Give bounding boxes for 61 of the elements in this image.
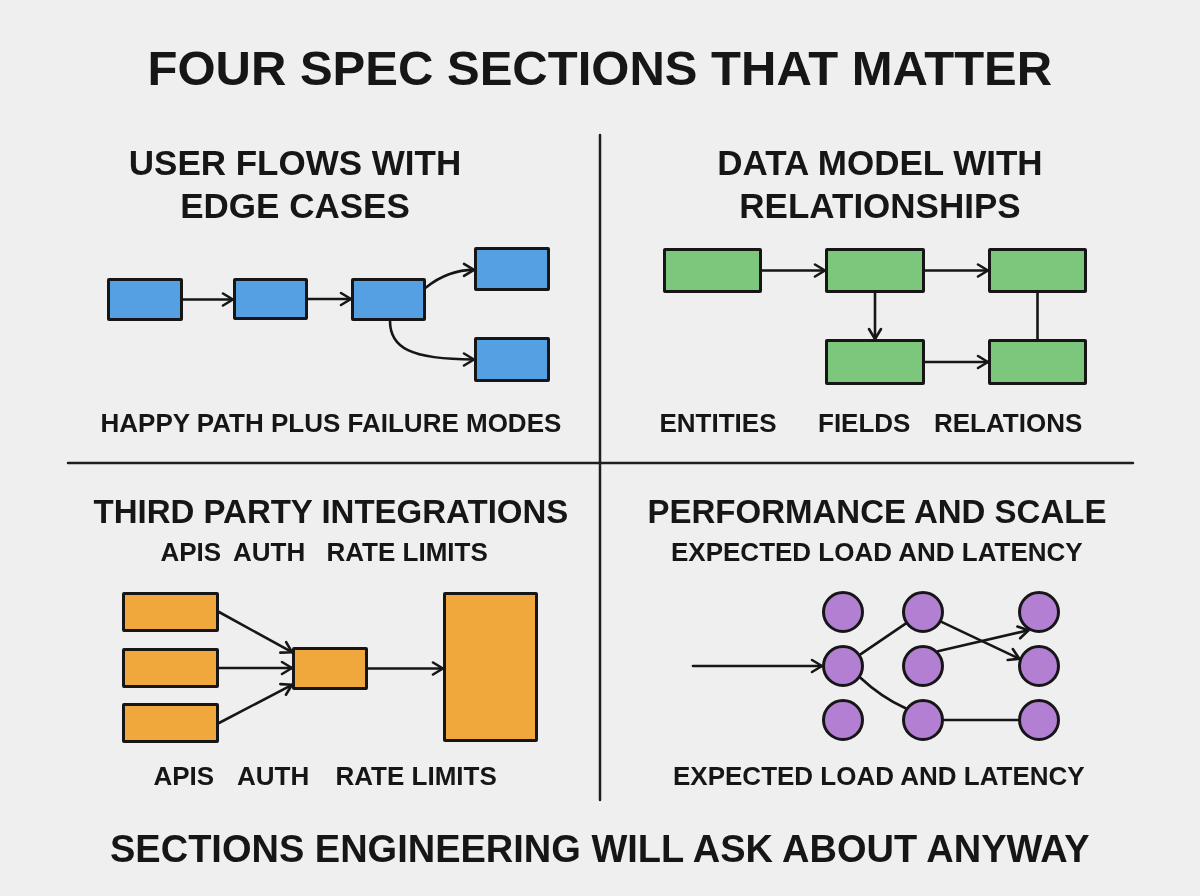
process-box — [107, 278, 183, 321]
node-circle — [822, 699, 864, 741]
section-heading: PERFORMANCE AND SCALE — [647, 493, 1107, 531]
arrow — [936, 625, 1030, 653]
keyword-label: ENTITIES — [659, 409, 777, 439]
node-circle — [902, 699, 944, 741]
connector-line — [942, 718, 1020, 722]
node-circle — [1018, 591, 1060, 633]
section-caption: EXPECTED LOAD AND LATENCY — [673, 762, 1085, 792]
process-box — [351, 278, 426, 321]
arrow — [181, 292, 235, 307]
process-box — [233, 278, 308, 320]
process-box — [474, 247, 550, 291]
arrow — [923, 354, 990, 370]
keyword-label: AUTH — [237, 762, 310, 792]
arrow — [217, 610, 294, 654]
title: FOUR SPEC SECTIONS THAT MATTER — [147, 40, 1053, 97]
section-caption: HAPPY PATH PLUS FAILURE MODES — [100, 409, 562, 439]
connector-line — [859, 622, 907, 656]
arrow — [217, 660, 294, 676]
keyword-label: RATE LIMITS — [326, 538, 488, 568]
arrow — [691, 658, 824, 674]
arrow — [388, 319, 476, 367]
process-box — [443, 592, 538, 742]
arrow — [760, 263, 827, 278]
arrow — [867, 291, 883, 341]
keyword-label: APIS — [153, 762, 215, 792]
arrow — [923, 263, 990, 278]
arrow — [217, 682, 294, 725]
arrow — [424, 262, 476, 289]
process-box — [663, 248, 762, 293]
connector-line — [1036, 291, 1039, 341]
node-circle — [1018, 645, 1060, 687]
process-box — [988, 339, 1087, 385]
keyword-label: APIS — [160, 538, 222, 568]
section-subtitle: EXPECTED LOAD AND LATENCY — [671, 538, 1083, 568]
arrow — [940, 620, 1021, 662]
node-circle — [1018, 699, 1060, 741]
node-circle — [822, 591, 864, 633]
keyword-label: AUTH — [233, 538, 306, 568]
keyword-label: RELATIONS — [934, 409, 1083, 439]
connector-line — [859, 676, 907, 710]
section-heading: DATA MODEL WITH RELATIONSHIPS — [716, 141, 1044, 227]
process-box — [825, 339, 925, 385]
process-box — [292, 647, 368, 690]
node-circle — [822, 645, 864, 687]
process-box — [474, 337, 550, 382]
process-box — [122, 592, 219, 632]
caption: SECTIONS ENGINEERING WILL ASK ABOUT ANYWAY — [110, 828, 1090, 872]
section-heading: THIRD PARTY INTEGRATIONS — [93, 493, 569, 531]
node-circle — [902, 645, 944, 687]
process-box — [122, 648, 219, 688]
process-box — [825, 248, 925, 293]
process-box — [988, 248, 1087, 293]
arrow — [366, 661, 445, 676]
keyword-label: RATE LIMITS — [335, 762, 497, 792]
keyword-label: FIELDS — [818, 409, 911, 439]
arrow — [306, 291, 353, 307]
node-circle — [902, 591, 944, 633]
section-heading: USER FLOWS WITH EDGE CASES — [127, 141, 463, 227]
process-box — [122, 703, 219, 743]
